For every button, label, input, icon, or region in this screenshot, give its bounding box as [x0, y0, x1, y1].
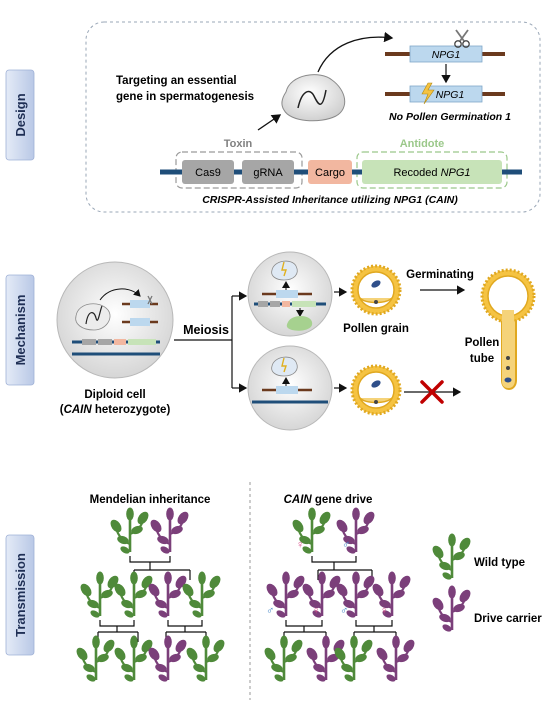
germinating-label: Germinating	[406, 269, 474, 281]
cross-icon	[420, 380, 444, 404]
recoded-label: Recoded NPG1	[393, 167, 470, 179]
section-tab-transmission: Transmission	[5, 534, 35, 656]
grna-label: gRNA	[253, 167, 283, 179]
plant-icon	[332, 506, 379, 557]
plant-icon	[372, 634, 419, 685]
female-symbol-icon: ♀	[312, 605, 320, 617]
pollen-grain-top	[350, 264, 402, 316]
female-symbol-icon: ♀	[380, 605, 388, 617]
legend: Wild type Drive carrier	[428, 532, 542, 635]
meiosis-label: Meiosis	[183, 323, 229, 337]
lightning-icon	[421, 82, 435, 105]
plant-icon	[260, 634, 307, 685]
male-symbol-icon: ♂	[340, 605, 348, 617]
antidote-box	[362, 160, 502, 184]
mendelian-title: Mendelian inheritance	[90, 494, 211, 506]
diploid-label-line1: Diploid cell	[84, 389, 145, 401]
plant-icon	[110, 570, 157, 621]
gamete-top	[247, 251, 333, 337]
pollen-tube-label-line1: Pollen	[465, 337, 500, 349]
plant-icon	[182, 634, 229, 685]
cargo-box	[308, 160, 352, 184]
gene-top: NPG1	[385, 45, 505, 63]
section-tab-mechanism: Mechanism	[5, 274, 35, 386]
gamete-bottom	[247, 345, 333, 431]
plant-icon	[146, 506, 193, 557]
plant-icon	[368, 570, 415, 621]
cas9-label: Cas9	[195, 167, 221, 179]
diploid-label-line2: (CAIN heterozygote)	[60, 404, 171, 416]
female-symbol-icon: ♀	[296, 539, 304, 551]
plant-icon	[72, 634, 119, 685]
male-symbol-icon: ♂	[342, 539, 350, 551]
pollen-grain-label: Pollen grain	[343, 323, 409, 335]
section-label-transmission: Transmission	[13, 553, 28, 637]
plant-icon	[110, 634, 157, 685]
gene-top-label: NPG1	[432, 49, 461, 61]
plant-icon	[76, 570, 123, 621]
section-label-design: Design	[13, 93, 28, 136]
diploid-cell	[56, 261, 174, 379]
no-pollen-label: No Pollen Germination 1	[389, 111, 511, 123]
design-panel	[85, 21, 541, 213]
toxin-label: Toxin	[224, 138, 253, 150]
scissors-icon	[454, 29, 470, 48]
mendelian-tree	[72, 506, 229, 685]
legend-drive-label: Drive carrier	[474, 613, 542, 625]
design-arrow-up	[257, 114, 282, 131]
section-tab-design: Design	[5, 69, 35, 161]
antidote-bracket	[356, 151, 508, 189]
plant-icon	[178, 570, 225, 621]
design-arrow-curve	[317, 31, 394, 73]
grna-box	[242, 160, 294, 184]
plant-icon	[106, 506, 153, 557]
meiosis-branch	[174, 291, 248, 393]
plant-icon	[428, 584, 475, 635]
nucleus-icon	[281, 74, 346, 122]
pollen-tube	[480, 268, 536, 390]
antidote-label: Antidote	[400, 138, 445, 150]
plant-icon	[144, 570, 191, 621]
plant-icon	[298, 570, 345, 621]
plant-icon	[144, 634, 191, 685]
targeting-line2: gene in spermatogenesis	[116, 91, 254, 103]
targeting-line1: Targeting an essential	[116, 75, 237, 87]
cargo-label: Cargo	[315, 167, 345, 179]
construct-caption: CRISPR-Assisted Inheritance utilizing NP…	[202, 194, 458, 206]
male-symbol-icon: ♂	[266, 605, 274, 617]
cain-tree: ♀ ♂ ♂ ♀ ♂ ♀	[260, 506, 419, 685]
legend-wild-label: Wild type	[474, 557, 525, 569]
plant-icon	[428, 532, 475, 583]
cas9-box	[182, 160, 234, 184]
gene-bottom: NPG1	[385, 85, 505, 103]
section-label-mechanism: Mechanism	[13, 295, 28, 366]
cain-title: CAIN gene drive	[284, 494, 373, 506]
pollen-grain-bottom	[350, 364, 402, 416]
gene-bottom-label: NPG1	[436, 89, 465, 101]
pollen-tube-label-line2: tube	[470, 353, 494, 365]
